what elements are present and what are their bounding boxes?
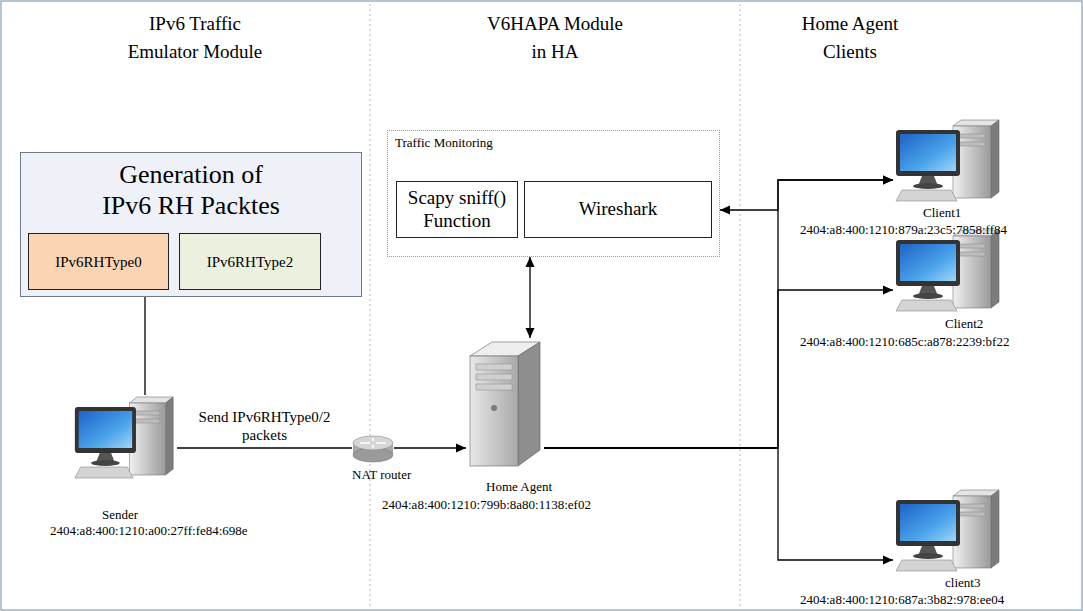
ipv6-address: 2404:a8:400:1210:685c:a878:2239:bf22 (800, 334, 1009, 349)
module-heading: Generation of IPv6 RH Packtes (96, 159, 286, 221)
device-name: NAT router (352, 467, 411, 482)
connector (177, 447, 352, 448)
connector (720, 180, 893, 210)
box-label: Wireshark (579, 198, 657, 221)
computer-icon (893, 488, 1003, 573)
arrow-head (883, 176, 893, 185)
ipv6-address: 2404:a8:400:1210:a00:27ff:fe84:698e (50, 523, 248, 538)
arrow-head (883, 286, 893, 295)
edge-label: Send IPv6RHType0/2 packets (185, 408, 345, 444)
connector (544, 448, 893, 560)
connector (529, 257, 530, 338)
ipv6-address: 2404:a8:400:1210:799b:8a80:1138:ef02 (382, 497, 591, 512)
process-box: Generation of IPv6 RH PacktesIPv6RHType0… (20, 152, 362, 297)
process-box: Traffic MonitoringScapy sniff() Function… (387, 130, 720, 257)
device-name: Client1 (923, 205, 961, 220)
arrow-head (526, 328, 535, 338)
device-icon: Client12404:a8:400:1210:879a:23c5:7858:f… (893, 118, 1003, 203)
device-icon: NAT router (352, 434, 394, 464)
box-label: IPv6RHType0 (55, 253, 141, 271)
device-icon: Home Agent2404:a8:400:1210:799b:8a80:113… (466, 338, 544, 468)
arrow-head (883, 556, 893, 565)
computer-icon (893, 118, 1003, 203)
arrow-head (883, 176, 893, 185)
group-heading: Traffic Monitoring (395, 135, 493, 151)
computer-icon (466, 338, 544, 468)
device-icon: Client22404:a8:400:1210:685c:a878:2239:b… (893, 228, 1003, 313)
box-label: IPv6RHType2 (207, 253, 293, 271)
arrow-head (526, 257, 535, 267)
arrow-head (720, 206, 730, 215)
process-box: IPv6RHType2 (179, 233, 321, 290)
arrow-head (456, 444, 466, 453)
device-name: Sender (102, 507, 138, 522)
device-icon: client32404:a8:400:1210:687a:3b82:978:ee… (893, 488, 1003, 573)
process-box: Wireshark (524, 181, 712, 238)
computer-icon (72, 395, 177, 480)
column-heading: V6HAPA Module in HA (480, 10, 630, 66)
connector (394, 447, 466, 448)
column-divider (370, 4, 371, 608)
process-box: IPv6RHType0 (28, 233, 169, 290)
computer-icon (352, 434, 394, 464)
device-name: client3 (945, 575, 980, 590)
device-name: Home Agent (486, 479, 552, 494)
connector (144, 297, 145, 395)
device-name: Client2 (945, 316, 983, 331)
process-box: Scapy sniff() Function (396, 181, 518, 238)
box-label: Scapy sniff() Function (402, 187, 512, 233)
device-icon: Sender2404:a8:400:1210:a00:27ff:fe84:698… (72, 395, 177, 480)
connector (544, 290, 893, 448)
ipv6-address: 2404:a8:400:1210:879a:23c5:7858:ff84 (800, 222, 1007, 237)
ipv6-address: 2404:a8:400:1210:687a:3b82:978:ee04 (800, 592, 1004, 607)
column-heading: IPv6 Traffic Emulator Module (115, 10, 275, 66)
column-divider (740, 4, 741, 608)
column-heading: Home Agent Clients (791, 10, 909, 66)
computer-icon (893, 228, 1003, 313)
